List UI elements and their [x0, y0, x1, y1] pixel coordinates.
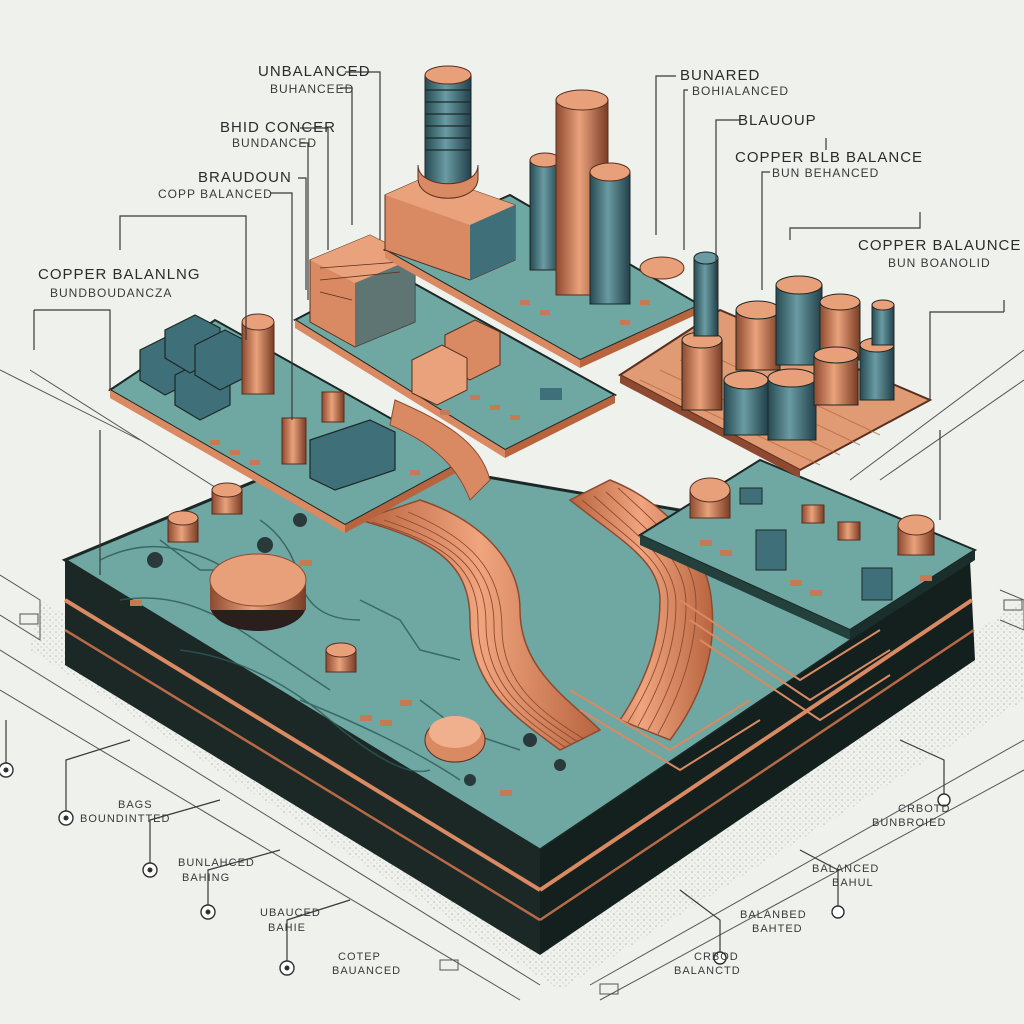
- label-cotep-sub: BAUANCED: [332, 965, 401, 977]
- label-copper-balanlng: COPPER BALANLNG: [38, 266, 201, 283]
- bottom-callouts: [0, 599, 1023, 995]
- label-bhid-concer: BHID CONCER: [220, 119, 336, 136]
- label-copper-balanlng-sub: BUNDBOUDANCZA: [50, 286, 172, 300]
- label-unbalanced-sub: BUHANCEED: [270, 82, 354, 96]
- label-crbod: CRBOD: [694, 951, 739, 963]
- label-bunared: BUNARED: [680, 67, 760, 84]
- label-braudoun: BRAUDOUN: [198, 169, 292, 186]
- right-lower-board: [637, 458, 978, 640]
- right-copper-board: [618, 251, 933, 478]
- label-balanbed: BALANBED: [740, 909, 807, 921]
- label-bunared-sub: BOHIALANCED: [692, 84, 789, 98]
- label-bunlahced: BUNLAHCED: [178, 857, 255, 869]
- label-blauoup: BLAUOUP: [738, 112, 817, 129]
- base-components: [130, 482, 566, 796]
- label-balanced-right: BALANCED: [812, 863, 879, 875]
- bottom-labels: BAGS BOUNDINTTED CRBOTD BUNBROIED BUNLAH…: [80, 799, 950, 977]
- label-crbotd: CRBOTD: [898, 803, 950, 815]
- label-crbotd-sub: BUNBROIED: [872, 817, 946, 829]
- left-upper-board: [108, 313, 468, 533]
- label-balanced-right-sub: BAHUL: [832, 877, 874, 889]
- label-bunlahced-sub: BAHING: [182, 872, 230, 884]
- label-unbalanced: UNBALANCED: [258, 63, 371, 80]
- label-crbod-sub: BALANCTD: [674, 965, 741, 977]
- label-copper-balaunce: COPPER BALAUNCE: [858, 237, 1021, 254]
- label-copper-balaunce-sub: BUN BOANOLID: [888, 256, 991, 270]
- center-upper-board: [292, 234, 618, 501]
- label-cotep: COTEP: [338, 951, 381, 963]
- top-labels: UNBALANCED BUHANCEED BUNARED BOHIALANCED…: [38, 63, 1021, 300]
- label-ubauced: UBAUCED: [260, 907, 321, 919]
- label-braudoun-sub: COPP BALANCED: [158, 187, 273, 201]
- leader-lines: [33, 71, 1005, 575]
- label-ubauced-sub: BAHIE: [268, 922, 306, 934]
- label-balanbed-sub: BAHTED: [752, 923, 803, 935]
- label-copper-blb-balance: COPPER BLB BALANCE: [735, 149, 923, 166]
- label-bags: BAGS: [118, 799, 153, 811]
- label-bhid-concer-sub: BUNDANCED: [232, 136, 317, 150]
- label-bags-sub: BOUNDINTTED: [80, 813, 170, 825]
- label-copper-blb-balance-sub: BUN BEHANCED: [772, 166, 879, 180]
- top-back-board: [382, 65, 703, 368]
